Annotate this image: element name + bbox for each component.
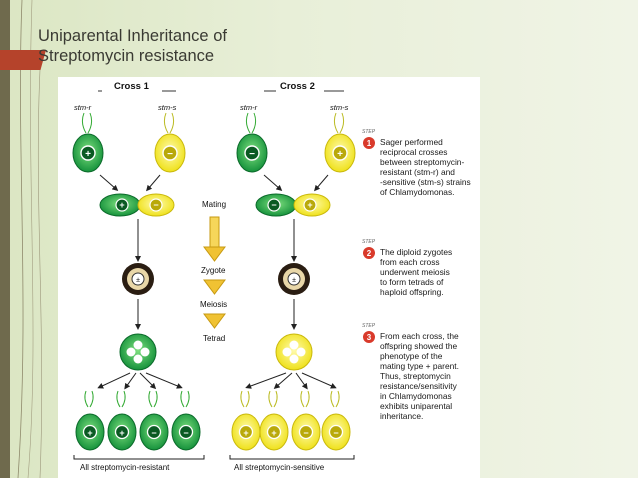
svg-text:−: − bbox=[333, 428, 338, 438]
left-decor-bar bbox=[0, 0, 10, 478]
svg-text:−: − bbox=[151, 428, 156, 438]
minus-sign: − bbox=[249, 149, 255, 160]
plus-sign: + bbox=[337, 149, 343, 160]
svg-text:2: 2 bbox=[367, 249, 372, 258]
stage-arrow-down bbox=[203, 216, 226, 262]
cross2-strain-s: stm-s bbox=[330, 103, 349, 112]
minus-sign: − bbox=[271, 200, 276, 210]
svg-text:−: − bbox=[303, 428, 308, 438]
cross1-mating-pair: + − bbox=[99, 193, 175, 217]
step-1-badge: STEP 1 bbox=[362, 129, 376, 149]
step-2-badge: STEP 2 bbox=[362, 239, 376, 259]
cross1-parent-sensitive-cell: − bbox=[154, 112, 186, 173]
cross1-offspring: + + − − bbox=[75, 390, 201, 451]
svg-text:+: + bbox=[243, 428, 248, 438]
stage-arrow-down bbox=[203, 279, 226, 295]
step-3-badge: STEP 3 bbox=[362, 323, 376, 343]
svg-text:+: + bbox=[87, 428, 92, 438]
stage-mating: Mating bbox=[202, 200, 226, 209]
cross2-parent-resistant-cell: − bbox=[236, 112, 268, 173]
offspring-cell: − bbox=[139, 390, 169, 451]
svg-text:STEP: STEP bbox=[362, 129, 376, 135]
offspring-cell: + bbox=[75, 390, 105, 451]
offspring-cell: + bbox=[259, 390, 289, 451]
svg-text:−: − bbox=[183, 428, 188, 438]
cross2-strain-r: stm-r bbox=[240, 103, 258, 112]
svg-text:STEP: STEP bbox=[362, 239, 376, 245]
cross2-parent-sensitive-cell: + bbox=[324, 112, 356, 173]
cross2-zygote: ± bbox=[278, 263, 310, 295]
cross2-label: Cross 2 bbox=[280, 81, 315, 92]
stage-arrow-down bbox=[203, 313, 226, 329]
result-cross1: All streptomycin-resistant bbox=[80, 463, 170, 472]
offspring-cell: + bbox=[107, 390, 137, 451]
minus-sign: − bbox=[153, 200, 158, 210]
slide-title: Uniparental Inheritance of Streptomycin … bbox=[38, 26, 227, 66]
plus-sign: + bbox=[307, 200, 312, 210]
svg-text:+: + bbox=[271, 428, 276, 438]
title-line-1: Uniparental Inheritance of bbox=[38, 27, 227, 45]
genetics-figure: Cross 1 Cross 2 stm-r stm-s stm-r stm-s … bbox=[58, 77, 480, 478]
cross2-mating-pair: − + bbox=[255, 193, 331, 217]
svg-text:±: ± bbox=[136, 277, 140, 284]
offspring-cell: − bbox=[291, 390, 321, 451]
decorative-lines bbox=[17, 0, 43, 478]
result-cross2: All streptomycin-sensitive bbox=[234, 463, 325, 472]
plus-sign: + bbox=[119, 200, 124, 210]
cross1-parent-resistant-cell: + bbox=[72, 112, 104, 173]
plus-sign: + bbox=[85, 149, 91, 160]
cross2-tetrad bbox=[275, 333, 313, 371]
stage-zygote: Zygote bbox=[201, 266, 226, 275]
title-accent bbox=[0, 50, 46, 70]
svg-text:+: + bbox=[119, 428, 124, 438]
minus-sign: − bbox=[167, 149, 173, 160]
offspring-cell: − bbox=[171, 390, 201, 451]
offspring-cell: + bbox=[231, 390, 261, 451]
svg-text:STEP: STEP bbox=[362, 323, 376, 329]
cross1-strain-s: stm-s bbox=[158, 103, 177, 112]
svg-text:3: 3 bbox=[367, 333, 372, 342]
title-line-2: Streptomycin resistance bbox=[38, 47, 215, 65]
cross1-zygote: ± bbox=[122, 263, 154, 295]
svg-text:1: 1 bbox=[367, 139, 372, 148]
cross1-label: Cross 1 bbox=[114, 81, 150, 92]
stage-tetrad: Tetrad bbox=[203, 334, 225, 343]
stage-meiosis: Meiosis bbox=[200, 300, 227, 309]
cross2-offspring: + + − − bbox=[231, 390, 351, 451]
cross1-strain-r: stm-r bbox=[74, 103, 92, 112]
offspring-cell: − bbox=[321, 390, 351, 451]
svg-text:±: ± bbox=[292, 277, 296, 284]
cross1-tetrad bbox=[119, 333, 157, 371]
